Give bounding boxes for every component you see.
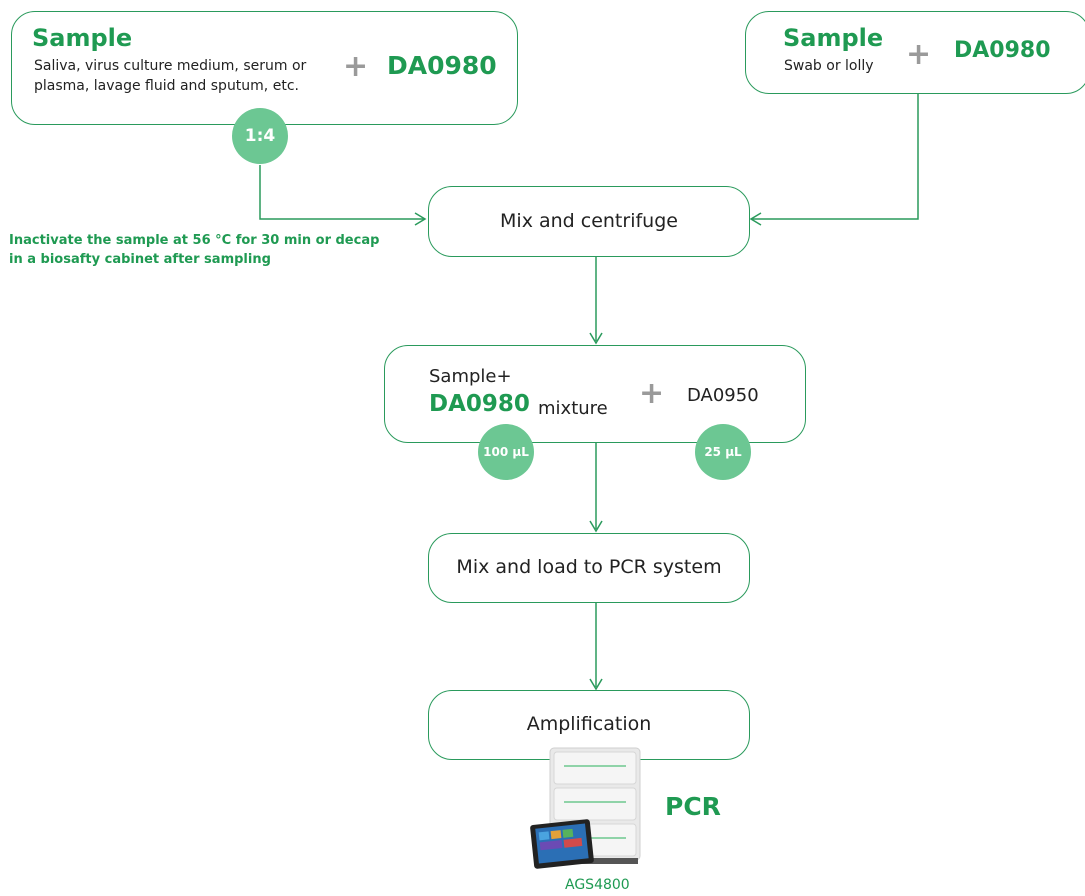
mixture-suffix: mixture — [538, 398, 608, 419]
arrowhead-load — [589, 520, 603, 533]
volume-badge-left: 100 μL — [478, 424, 534, 480]
connector-left-to-mix — [259, 165, 424, 220]
additive-label: DA0950 — [687, 385, 759, 406]
sample-description: Swab or lolly — [784, 58, 874, 74]
arrowhead-mixture — [589, 332, 603, 345]
step-label: Mix and load to PCR system — [456, 556, 722, 578]
arrowhead-right — [749, 212, 762, 226]
instrument-model-label: AGS4800 — [565, 877, 630, 893]
step-label: Amplification — [526, 713, 652, 735]
plus-icon: + — [343, 49, 369, 84]
mixture-reagent: DA0980 — [429, 391, 530, 417]
inactivation-note-line2: in a biosafty cabinet after sampling — [9, 252, 271, 267]
reagent-label: DA0980 — [387, 51, 497, 80]
step-load-pcr: Mix and load to PCR system — [428, 533, 750, 603]
plus-icon: + — [639, 376, 665, 411]
sample-description-line2: plasma, lavage fluid and sputum, etc. — [34, 78, 299, 94]
plus-icon: + — [906, 37, 932, 72]
arrowhead-amplify — [589, 678, 603, 691]
arrowhead-left — [414, 212, 427, 226]
pcr-instrument-image — [530, 747, 641, 869]
inactivation-note-line1: Inactivate the sample at 56 °C for 30 mi… — [9, 233, 380, 248]
reagent-label: DA0980 — [954, 38, 1051, 63]
volume-badge-right: 25 μL — [695, 424, 751, 480]
connector-right-to-mix — [752, 93, 919, 220]
mixture-line1: Sample+ — [429, 366, 512, 387]
step-label: Mix and centrifuge — [500, 210, 678, 232]
sample-title: Sample — [783, 24, 884, 52]
step-mix-centrifuge: Mix and centrifuge — [428, 186, 750, 257]
ratio-badge: 1:4 — [232, 108, 288, 164]
sample-description-line1: Saliva, virus culture medium, serum or — [34, 58, 307, 74]
pcr-label: PCR — [665, 792, 721, 821]
sample-title: Sample — [32, 24, 133, 52]
sample-box-right: Sample Swab or lolly + DA0980 — [745, 11, 1085, 94]
step-mixture: Sample+ DA0980 mixture + DA0950 — [384, 345, 806, 443]
